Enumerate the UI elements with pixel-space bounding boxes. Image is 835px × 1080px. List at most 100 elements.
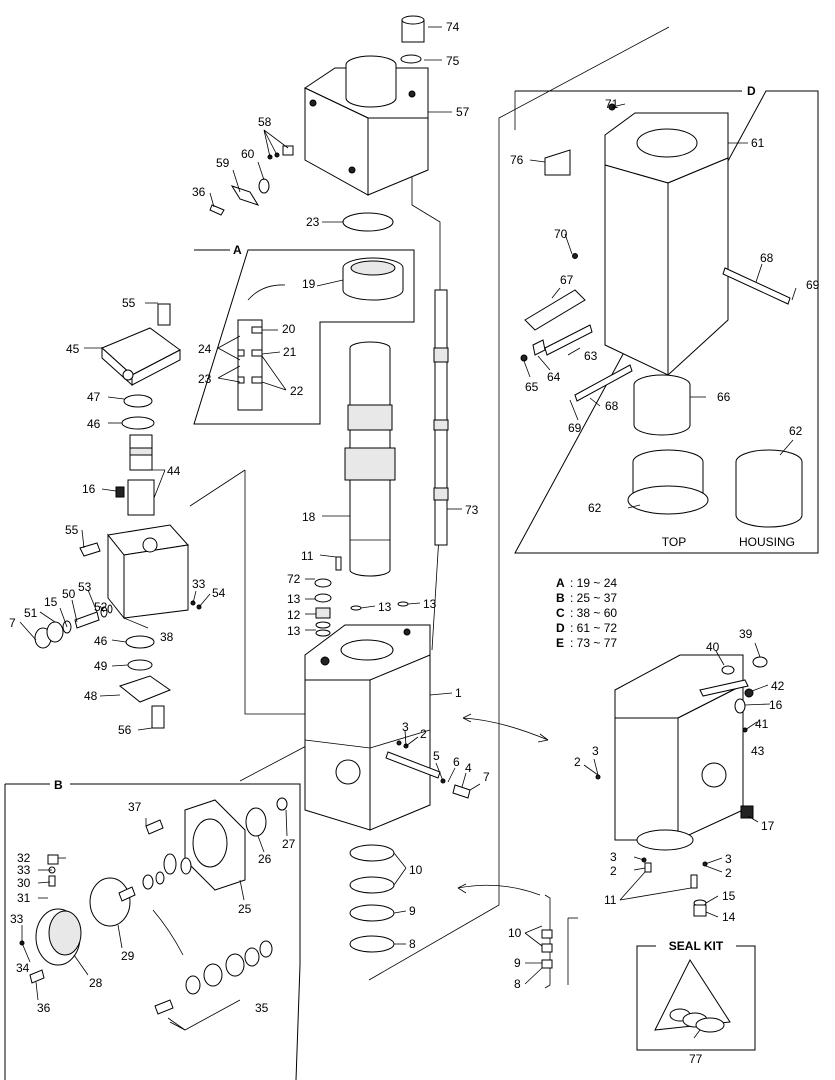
- callout-40: 40: [706, 640, 720, 654]
- callout-58: 58: [258, 115, 272, 129]
- rod-73: [433, 289, 449, 546]
- callout-74: 74: [446, 20, 460, 34]
- callout-46a: 46: [87, 417, 101, 431]
- plug-70: [572, 253, 578, 259]
- callout-68a: 68: [760, 251, 774, 265]
- oring-26: [245, 807, 267, 837]
- callout-55b: 55: [65, 523, 79, 537]
- callout-55a: 55: [122, 296, 136, 310]
- bushing-66: [633, 374, 691, 436]
- callout-33b: 33: [17, 863, 31, 877]
- cover-28: [35, 908, 82, 966]
- callout-8a: 8: [409, 937, 416, 951]
- callout-41: 41: [755, 717, 769, 731]
- callout-21: 21: [283, 345, 297, 359]
- callout-6: 6: [453, 755, 460, 769]
- cover-45: [101, 327, 181, 387]
- callout-69a: 69: [806, 278, 820, 292]
- oring-23-top: [342, 212, 394, 232]
- callout-17: 17: [761, 819, 775, 833]
- callout-69b: 69: [568, 421, 582, 435]
- callout-34: 34: [16, 961, 30, 975]
- bolt-36-b: [29, 969, 45, 984]
- callout-60: 60: [241, 147, 255, 161]
- legend-key-b: B: [556, 591, 565, 605]
- callout-2d: 2: [725, 866, 732, 880]
- legend-range-b: : 25 ~ 37: [570, 591, 617, 605]
- callout-56: 56: [118, 723, 132, 737]
- callout-33a: 33: [192, 577, 206, 591]
- back-head-61: [604, 103, 729, 377]
- callout-25: 25: [238, 902, 252, 916]
- callout-76: 76: [510, 153, 524, 167]
- spool-44: [127, 434, 155, 516]
- seal-section-symbol: [541, 894, 578, 989]
- callout-16a: 16: [82, 482, 96, 496]
- callout-23b: 23: [198, 372, 212, 386]
- callout-67: 67: [560, 273, 574, 287]
- washer-75: [400, 54, 422, 64]
- seal-kit-illustration: [654, 958, 731, 1033]
- callout-31: 31: [17, 891, 31, 905]
- callout-15a: 15: [44, 595, 58, 609]
- callout-32: 32: [17, 851, 31, 865]
- callout-22: 22: [290, 384, 304, 398]
- callout-numbers: 74 75 57 58 60 59 36 23 19 20 24 21 23 2…: [9, 20, 820, 1066]
- callout-13a: 13: [287, 592, 301, 606]
- callout-49: 49: [94, 659, 108, 673]
- fitting-74: [401, 15, 425, 43]
- oring-60: [258, 178, 270, 194]
- callout-28: 28: [89, 976, 103, 990]
- cover-59: [230, 185, 260, 206]
- bolt-parts-2-7: [385, 740, 471, 799]
- callout-18: 18: [302, 510, 316, 524]
- callout-37: 37: [128, 800, 142, 814]
- callout-68b: 68: [605, 399, 619, 413]
- callout-5: 5: [433, 749, 440, 763]
- callout-73: 73: [465, 503, 479, 517]
- seal-cross-section: [237, 284, 286, 411]
- callout-13c: 13: [378, 600, 392, 614]
- callout-48: 48: [84, 689, 98, 703]
- accumulator-body-25: [184, 799, 246, 891]
- callout-7b: 7: [483, 770, 490, 784]
- oring-46-bottom: [125, 635, 155, 649]
- callout-1: 1: [455, 686, 462, 700]
- callout-64: 64: [547, 370, 561, 384]
- view-arrows: [457, 713, 549, 896]
- callout-63: 63: [584, 349, 598, 363]
- callout-65: 65: [525, 380, 539, 394]
- detail-box-d: D: [514, 84, 819, 554]
- callout-3a: 3: [402, 720, 409, 734]
- callout-10b: 10: [508, 926, 522, 940]
- legend-key-c: C: [556, 606, 565, 620]
- detail-box-a: A: [193, 243, 415, 425]
- callout-8b: 8: [514, 977, 521, 991]
- callout-47: 47: [87, 390, 101, 404]
- detail-box-b: B: [4, 778, 301, 1080]
- callout-26: 26: [258, 852, 272, 866]
- detail-b-label: B: [54, 778, 63, 792]
- callout-39: 39: [739, 627, 753, 641]
- seal-kit-title: SEAL KIT: [669, 939, 724, 953]
- callout-43: 43: [751, 744, 765, 758]
- callout-52: 52: [94, 600, 108, 614]
- callout-77: 77: [689, 1052, 703, 1066]
- callout-7a: 7: [9, 616, 16, 630]
- callout-36a: 36: [192, 185, 206, 199]
- callout-61: 61: [751, 136, 765, 150]
- ring-27: [276, 797, 288, 811]
- callout-2a: 2: [420, 727, 427, 741]
- legend-key-d: D: [556, 621, 565, 635]
- callout-2c: 2: [610, 864, 617, 878]
- callout-66: 66: [717, 390, 731, 404]
- callout-9a: 9: [409, 904, 416, 918]
- callout-57: 57: [456, 105, 470, 119]
- callout-70: 70: [554, 227, 568, 241]
- diaphragm-29: [89, 877, 131, 927]
- callout-71: 71: [605, 97, 619, 111]
- callout-20: 20: [282, 322, 296, 336]
- callout-51: 51: [24, 606, 38, 620]
- cylinder-1: [304, 624, 431, 831]
